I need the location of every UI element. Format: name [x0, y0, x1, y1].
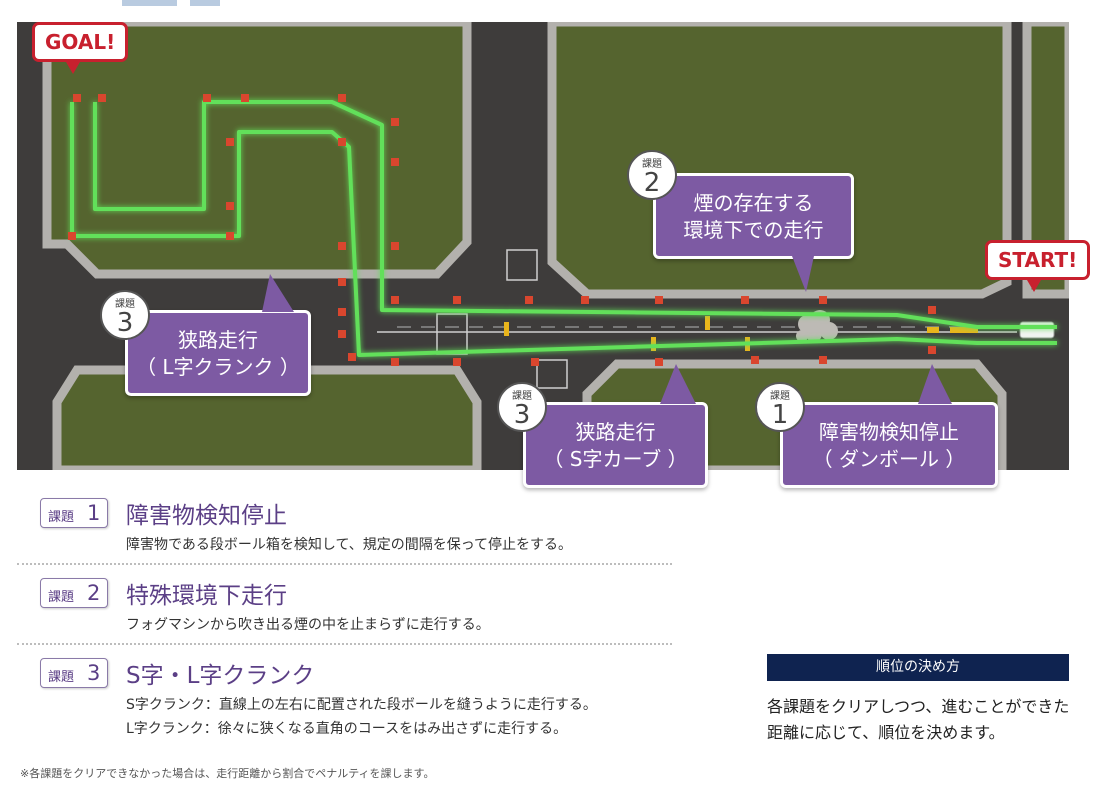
traffic-cone	[453, 358, 461, 366]
ranking-text: 距離に応じて、順位を決めます。	[767, 723, 1005, 742]
callout-smoke: 煙の存在する 環境下での走行	[653, 173, 854, 259]
traffic-cone	[348, 353, 356, 361]
divider	[17, 643, 672, 645]
callout-l-crank: 狭路走行 （ L字クランク ）	[125, 310, 311, 396]
traffic-cone	[391, 358, 399, 366]
traffic-cone	[338, 330, 346, 338]
callout-line: 障害物検知停止	[819, 420, 959, 444]
traffic-cone	[226, 232, 234, 240]
traffic-cone	[655, 358, 663, 366]
traffic-cone	[241, 94, 249, 102]
callout-pointer	[262, 274, 294, 312]
task-description: L字クランク：徐々に狭くなる直角のコースをはみ出さずに走行する。	[126, 721, 568, 737]
start-flag-pointer	[1027, 280, 1041, 292]
callout-obstacle: 障害物検知停止 （ ダンボール ）	[780, 402, 998, 488]
task-description: フォグマシンから吹き出る煙の中を止まらずに走行する。	[126, 617, 490, 633]
callout-line: （ S字カーブ ）	[543, 447, 688, 471]
traffic-cone	[741, 296, 749, 304]
traffic-cone	[391, 118, 399, 126]
traffic-cone	[453, 296, 461, 304]
traffic-cone	[391, 296, 399, 304]
task-title: 障害物検知停止	[126, 503, 287, 529]
callout-line: （ L字クランク ）	[136, 355, 300, 379]
callout-pointer	[660, 364, 696, 404]
goal-flag-pointer	[66, 62, 80, 74]
traffic-cone	[581, 296, 589, 304]
task-description: 障害物である段ボール箱を検知して、規定の間隔を保って停止をする。	[126, 537, 573, 553]
callout-line: 狭路走行	[178, 328, 258, 352]
traffic-cone	[73, 94, 81, 102]
header-decoration	[190, 0, 220, 6]
divider	[17, 563, 672, 565]
traffic-cone	[751, 356, 759, 364]
callout-line: 煙の存在する	[693, 191, 814, 215]
traffic-cone	[338, 138, 346, 146]
traffic-cone	[68, 232, 76, 240]
start-flag: START!	[985, 240, 1091, 280]
callout-pointer	[918, 364, 952, 404]
crosswalk	[506, 249, 538, 281]
traffic-cone	[391, 158, 399, 166]
header-decoration	[122, 0, 177, 6]
lane-markings	[377, 249, 1017, 389]
traffic-cone	[203, 94, 211, 102]
traffic-cone	[928, 306, 936, 314]
traffic-cone	[98, 94, 106, 102]
traffic-cone	[819, 296, 827, 304]
traffic-cone	[338, 242, 346, 250]
goal-flag: GOAL!	[32, 22, 129, 62]
task-description: S字クランク：直線上の左右に配置された段ボールを縫うように走行する。	[126, 697, 597, 713]
traffic-cone	[226, 202, 234, 210]
traffic-cone	[819, 356, 827, 364]
ranking-header: 順位の決め方	[767, 654, 1069, 681]
vehicle-icon	[1019, 321, 1055, 339]
callout-pointer	[792, 256, 814, 292]
callout-line: 環境下での走行	[683, 218, 824, 242]
task-title: 特殊環境下走行	[126, 583, 287, 609]
crosswalk	[536, 359, 568, 389]
traffic-cone	[338, 308, 346, 316]
callout-line: （ ダンボール ）	[812, 447, 966, 471]
callout-s-curve: 狭路走行 （ S字カーブ ）	[523, 402, 708, 488]
traffic-cone	[338, 278, 346, 286]
traffic-cone	[928, 346, 936, 354]
traffic-cone	[525, 296, 533, 304]
traffic-cone	[338, 94, 346, 102]
traffic-cone	[531, 358, 539, 366]
traffic-cone	[655, 296, 663, 304]
footnote: ※各課題をクリアできなかった場合は、走行距離から割合でペナルティを課します。	[20, 767, 435, 780]
traffic-cone	[391, 242, 399, 250]
callout-line: 狭路走行	[575, 420, 656, 444]
grass-block	[1022, 22, 1069, 299]
ranking-text: 各課題をクリアしつつ、進むことができた	[767, 697, 1070, 716]
traffic-cones	[68, 94, 936, 366]
task-title: S字・L字クランク	[126, 663, 315, 689]
traffic-cone	[226, 138, 234, 146]
